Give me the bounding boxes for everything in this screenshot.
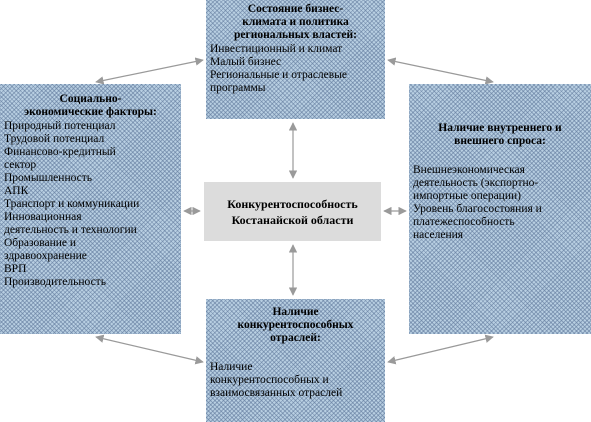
- demand-box: Наличие внутреннего и внешнего спроса: В…: [409, 84, 591, 334]
- list-item: Уровень благосостояния и: [413, 203, 542, 215]
- center-title-line: Конкурентоспособность: [227, 196, 358, 211]
- list-item: конкурентоспособных и: [210, 374, 329, 386]
- list-item: сектор: [4, 159, 37, 171]
- arrow-bottom-right: [387, 334, 494, 365]
- competitive-industries-title: Наличие конкурентоспособных отраслей:: [237, 306, 354, 344]
- arrow-bottom-left: [95, 334, 204, 365]
- list-item: Промышленность: [4, 172, 93, 184]
- list-item: ВРП: [4, 263, 27, 275]
- list-item: Природный потенциал: [4, 120, 116, 132]
- competitiveness-center-box: Конкурентоспособность Костанайской облас…: [204, 182, 381, 241]
- list-item: здравоохранение: [4, 250, 87, 262]
- socioeconomic-factors-title: Социально- экономические факторы:: [24, 93, 157, 118]
- business-climate-box: Состояние бизнес- климата и политика рег…: [206, 0, 385, 119]
- list-item: деятельность (экспортно-: [413, 177, 539, 189]
- demand-title: Наличие внутреннего и внешнего спроса:: [438, 122, 562, 147]
- center-title-line: Костанайской области: [231, 212, 354, 227]
- list-item: Транспорт и коммуникации: [4, 198, 140, 210]
- list-item: платежеспособность: [413, 216, 515, 228]
- list-item: Инвестиционный и климат: [210, 43, 343, 55]
- list-item: программы: [210, 82, 266, 94]
- list-item: АПК: [4, 185, 29, 197]
- list-item: Региональные и отраслевые: [210, 69, 348, 81]
- competitive-industries-box: Наличие конкурентоспособных отраслей: На…: [206, 299, 385, 422]
- list-item: Малый бизнес: [210, 56, 282, 68]
- list-item: Трудовой потенциал: [4, 133, 105, 145]
- list-item: Финансово-кредитный: [4, 146, 116, 158]
- list-item: взаимосвязанных отраслей: [210, 387, 343, 399]
- list-item: Наличие: [210, 361, 253, 373]
- arrow-top-right: [387, 57, 494, 85]
- list-item: деятельность и технологии: [4, 224, 137, 236]
- list-item: импортные операции): [413, 190, 521, 202]
- business-climate-title: Состояние бизнес- климата и политика рег…: [234, 3, 357, 41]
- list-item: Производительность: [4, 276, 106, 288]
- arrow-top-left: [95, 57, 204, 85]
- socioeconomic-factors-box: Социально- экономические факторы: Природ…: [0, 84, 181, 334]
- list-item: населения: [413, 229, 464, 241]
- list-item: Инновационная: [4, 211, 82, 223]
- list-item: Внешнеэкономическая: [413, 164, 525, 176]
- list-item: Образование и: [4, 237, 77, 249]
